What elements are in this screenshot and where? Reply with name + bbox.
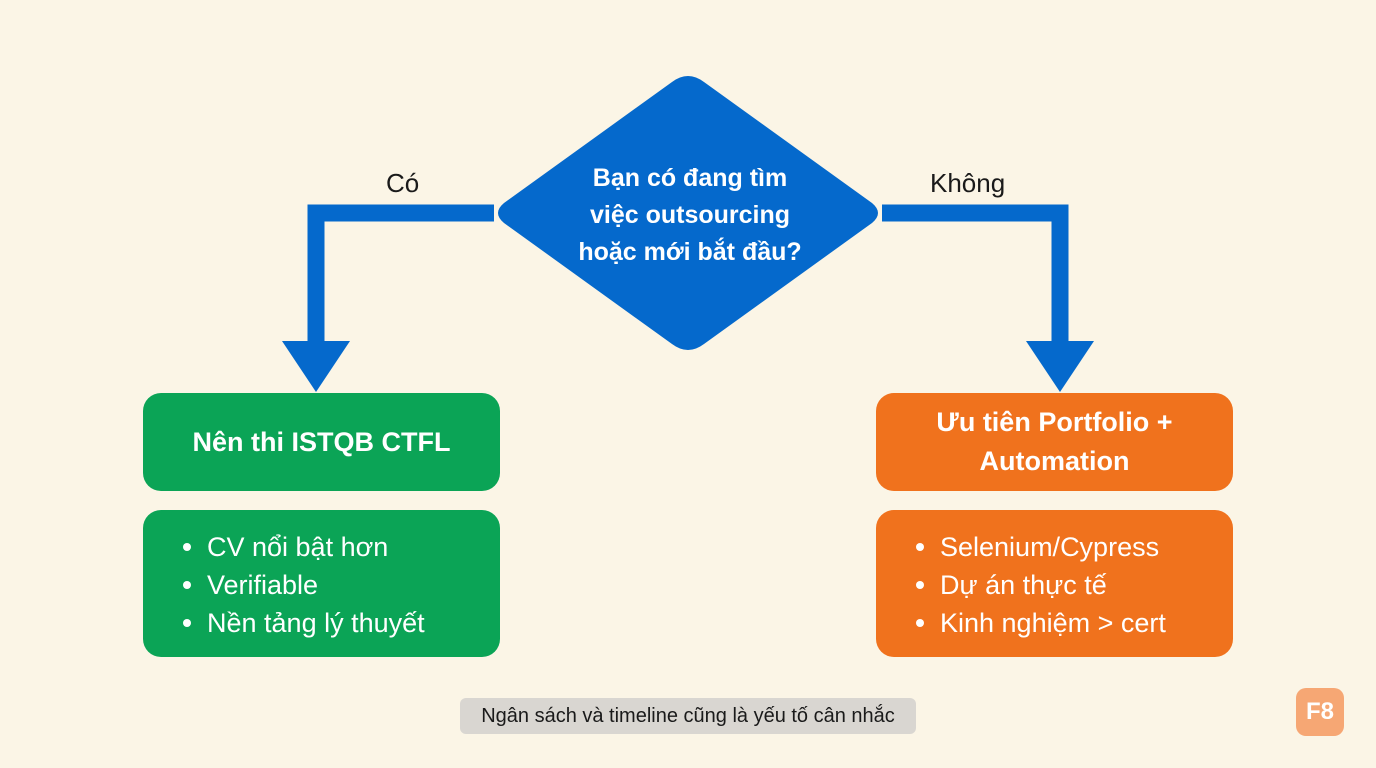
list-item: Verifiable (181, 566, 500, 604)
no-outcome-title-line: Automation (979, 446, 1130, 476)
decision-question-line: hoặc mới bắt đầu? (578, 237, 802, 266)
bullet-dot-icon (916, 619, 924, 627)
bullet-dot-icon (183, 581, 191, 589)
no-outcome-title-line: Ưu tiên Portfolio + (936, 407, 1173, 437)
decision-question-line: việc outsourcing (589, 200, 791, 229)
arrow-no-line (882, 204, 1069, 345)
yes-outcome-title: Nên thi ISTQB CTFL (192, 426, 451, 457)
list-item-text: Verifiable (207, 570, 319, 600)
no-outcome-box: Ưu tiên Portfolio + Automation (876, 393, 1233, 491)
decision-question-line: Bạn có đang tìm (592, 163, 788, 192)
f8-logo: F8 (1296, 688, 1344, 736)
bullet-dot-icon (183, 619, 191, 627)
no-reasons-list: Selenium/Cypress Dự án thực tế Kinh nghi… (876, 510, 1233, 642)
yes-reasons-box: CV nổi bật hơn Verifiable Nền tảng lý th… (143, 510, 500, 657)
no-reasons-box: Selenium/Cypress Dự án thực tế Kinh nghi… (876, 510, 1233, 657)
decision-question: Bạn có đang tìm việc outsourcing hoặc mớ… (548, 150, 832, 280)
list-item: Dự án thực tế (914, 566, 1233, 604)
list-item-text: Selenium/Cypress (940, 532, 1160, 562)
list-item-text: CV nổi bật hơn (207, 532, 389, 562)
subtitle-caption: Ngân sách và timeline cũng là yếu tố cân… (460, 698, 916, 734)
list-item: Nền tảng lý thuyết (181, 604, 500, 642)
list-item-text: Dự án thực tế (940, 570, 1107, 600)
bullet-dot-icon (183, 543, 191, 551)
yes-reasons-list: CV nổi bật hơn Verifiable Nền tảng lý th… (143, 510, 500, 642)
arrow-yes-line (307, 204, 494, 345)
edge-label-yes: Có (386, 168, 420, 198)
list-item: CV nổi bật hơn (181, 528, 500, 566)
bullet-dot-icon (916, 581, 924, 589)
list-item-text: Kinh nghiệm > cert (940, 608, 1166, 638)
bullet-dot-icon (916, 543, 924, 551)
list-item-text: Nền tảng lý thuyết (207, 608, 425, 638)
decision-diamond (498, 76, 878, 350)
arrow-no-head (1026, 341, 1094, 392)
yes-outcome-box: Nên thi ISTQB CTFL (143, 393, 500, 491)
list-item: Kinh nghiệm > cert (914, 604, 1233, 642)
edge-label-no: Không (930, 168, 1006, 198)
arrow-yes-head (282, 341, 350, 392)
list-item: Selenium/Cypress (914, 528, 1233, 566)
